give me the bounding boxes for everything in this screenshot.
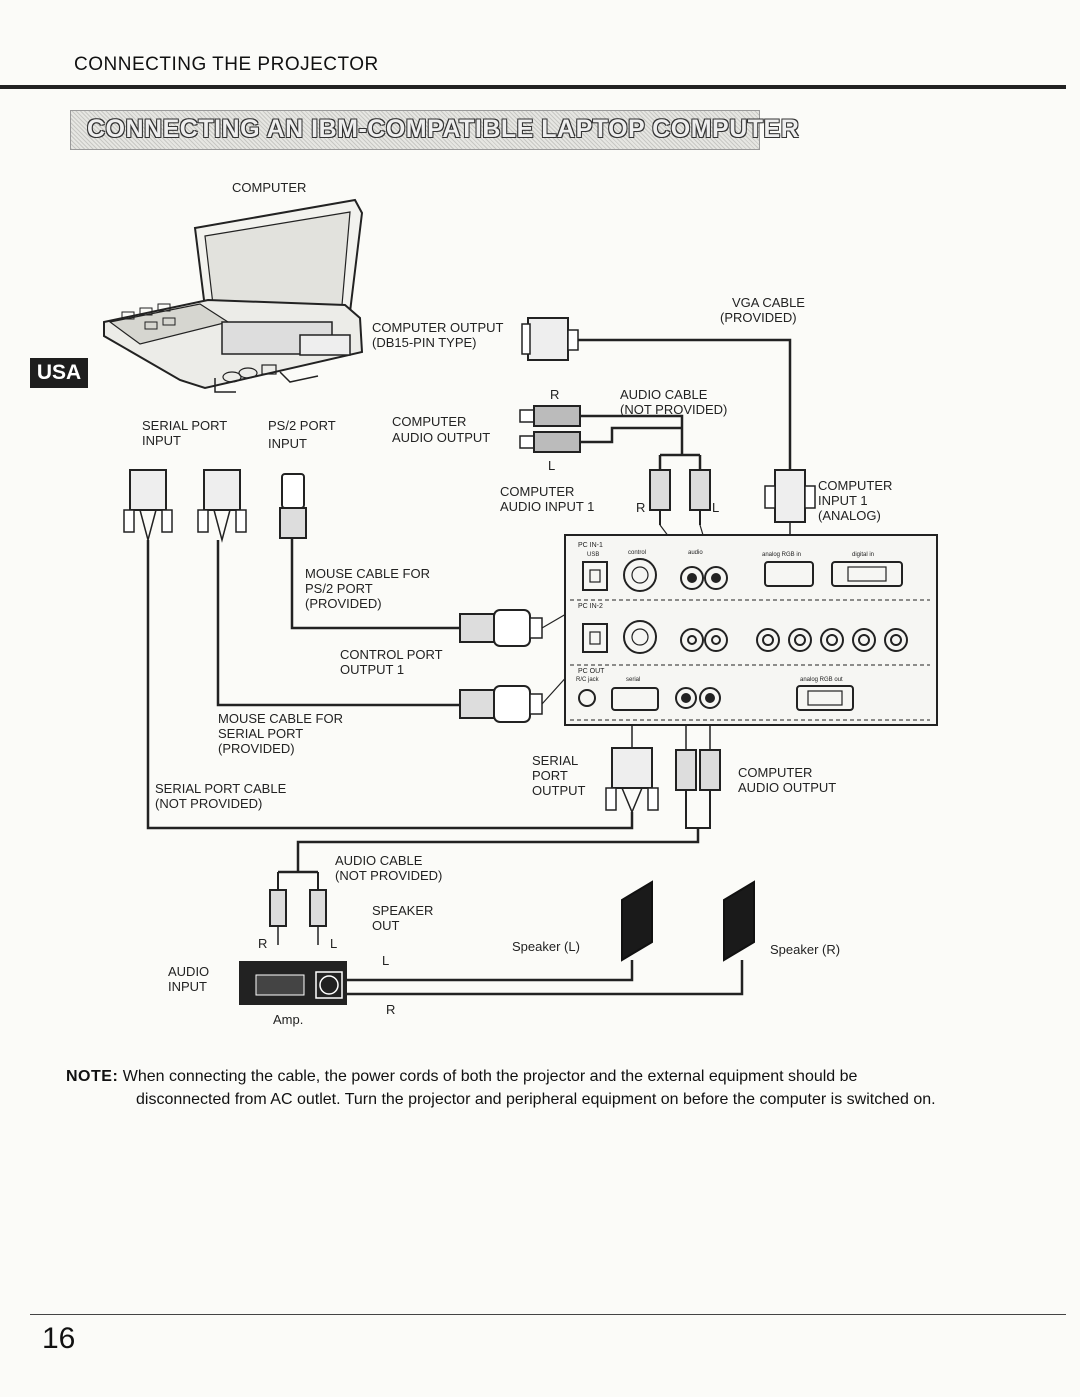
label-speaker-out-2: OUT bbox=[372, 918, 400, 933]
label-speaker-l: Speaker (L) bbox=[512, 939, 580, 954]
label-speaker-out: SPEAKER bbox=[372, 903, 434, 918]
region-badge: USA bbox=[30, 358, 88, 388]
label-audio-cable-bottom: AUDIO CABLE bbox=[335, 853, 423, 868]
label-computer-output: COMPUTER OUTPUT bbox=[372, 320, 504, 335]
laptop-illustration bbox=[103, 198, 364, 393]
label-computer-audio-output-top: COMPUTER bbox=[392, 414, 467, 429]
label-mouse-cable-ps2-3: (PROVIDED) bbox=[305, 596, 382, 611]
label-audio-cable-top-note: (NOT PROVIDED) bbox=[620, 402, 728, 417]
note-label: NOTE: bbox=[66, 1068, 119, 1085]
section-banner: CONNECTING AN IBM-COMPATIBLE LAPTOP COMP… bbox=[70, 110, 799, 150]
label-mouse-cable-serial-2: SERIAL PORT bbox=[218, 726, 304, 741]
label-mouse-cable-serial: MOUSE CABLE FOR bbox=[218, 711, 343, 726]
label-computer-audio-input-1-b: AUDIO INPUT 1 bbox=[500, 499, 595, 514]
label-serial-port-cable-2: (NOT PROVIDED) bbox=[155, 796, 263, 811]
label-wire-r: R bbox=[386, 1002, 396, 1017]
label-control-port-2: OUTPUT 1 bbox=[340, 662, 405, 677]
label-audio-cable-top: AUDIO CABLE bbox=[620, 387, 708, 402]
label-audio-input: AUDIO bbox=[168, 964, 210, 979]
label-r-top: R bbox=[550, 387, 560, 402]
label-computer: COMPUTER bbox=[232, 180, 307, 195]
label-wire-l: L bbox=[382, 953, 390, 968]
label-speaker-r: Speaker (R) bbox=[770, 942, 841, 957]
label-computer-audio-output-bottom-2: AUDIO OUTPUT bbox=[738, 780, 837, 795]
panel-label-serial: serial bbox=[626, 677, 641, 683]
label-computer-audio-input-1: COMPUTER bbox=[500, 484, 575, 499]
label-computer-audio-output-bottom: COMPUTER bbox=[738, 765, 813, 780]
label-vga-cable: VGA CABLE bbox=[732, 295, 805, 310]
label-r-input: R bbox=[636, 500, 646, 515]
connection-diagram bbox=[103, 198, 938, 1005]
label-serial-port-output: SERIAL bbox=[532, 753, 579, 768]
panel-label-rc-jack: R/C jack bbox=[576, 677, 599, 683]
label-r-amp: R bbox=[258, 936, 268, 951]
label-vga-cable-provided: (PROVIDED) bbox=[720, 310, 797, 325]
label-computer-output-type: (DB15-PIN TYPE) bbox=[372, 335, 477, 350]
note-text-line-1: When connecting the cable, the power cor… bbox=[122, 1068, 858, 1085]
panel-label-usb: USB bbox=[587, 552, 600, 558]
label-control-port: CONTROL PORT bbox=[340, 647, 443, 662]
label-computer-input-1: COMPUTER bbox=[818, 478, 893, 493]
label-l-amp: L bbox=[330, 936, 338, 951]
page-number: 16 bbox=[42, 1322, 76, 1355]
label-serial-port-output-2: PORT bbox=[532, 768, 568, 783]
label-mouse-cable-ps2-2: PS/2 PORT bbox=[305, 581, 373, 596]
label-computer-input-1-c: (ANALOG) bbox=[818, 508, 881, 523]
banner-title: CONNECTING AN IBM-COMPATIBLE LAPTOP COMP… bbox=[87, 115, 800, 143]
panel-label-digital-in: digital in bbox=[852, 552, 875, 558]
note-text-line-2: disconnected from AC outlet. Turn the pr… bbox=[136, 1091, 936, 1108]
panel-label-pc-in-2: PC IN-2 bbox=[578, 603, 603, 610]
label-l-top: L bbox=[548, 458, 556, 473]
panel-label-control: control bbox=[628, 550, 647, 556]
label-serial-port-input-2: INPUT bbox=[142, 433, 181, 448]
label-computer-audio-output-top-2: AUDIO OUTPUT bbox=[392, 430, 491, 445]
label-computer-input-1-b: INPUT 1 bbox=[818, 493, 868, 508]
label-audio-cable-bottom-2: (NOT PROVIDED) bbox=[335, 868, 443, 883]
header-rule bbox=[0, 85, 1066, 89]
panel-label-audio: audio bbox=[688, 550, 703, 556]
label-mouse-cable-serial-3: (PROVIDED) bbox=[218, 741, 295, 756]
label-serial-port-input: SERIAL PORT bbox=[142, 418, 228, 433]
label-ps2-port-input-2: INPUT bbox=[268, 436, 307, 451]
panel-label-analog-rgb-in: analog RGB in bbox=[762, 552, 802, 558]
footer-rule bbox=[30, 1314, 1066, 1315]
label-serial-port-cable: SERIAL PORT CABLE bbox=[155, 781, 287, 796]
label-l-input: L bbox=[712, 500, 720, 515]
label-ps2-port-input: PS/2 PORT bbox=[268, 418, 336, 433]
panel-label-pc-in-1: PC IN-1 bbox=[578, 542, 603, 549]
panel-label-analog-rgb-out: analog RGB out bbox=[800, 677, 843, 683]
section-title: CONNECTING THE PROJECTOR bbox=[74, 54, 379, 75]
panel-label-pc-out: PC OUT bbox=[578, 668, 605, 675]
label-serial-port-output-3: OUTPUT bbox=[532, 783, 586, 798]
label-amp: Amp. bbox=[273, 1012, 304, 1027]
label-audio-input-2: INPUT bbox=[168, 979, 207, 994]
label-mouse-cable-ps2: MOUSE CABLE FOR bbox=[305, 566, 430, 581]
